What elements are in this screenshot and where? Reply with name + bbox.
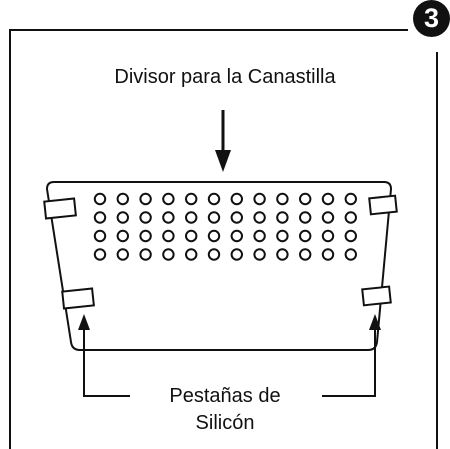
divider-hole xyxy=(162,211,175,224)
up-arrow-icon xyxy=(78,314,130,397)
divider-hole xyxy=(93,229,107,243)
silicone-tabs-label: Pestañas de Silicón xyxy=(120,383,330,437)
divider-hole xyxy=(321,229,335,243)
divider-hole xyxy=(299,248,312,261)
divider-hole xyxy=(116,248,130,261)
divider-hole xyxy=(299,192,312,206)
divider-hole xyxy=(162,229,175,243)
divider-hole xyxy=(185,248,198,261)
divider-hole xyxy=(230,248,244,261)
divider-plate xyxy=(45,181,393,351)
divider-hole xyxy=(230,229,244,243)
divider-hole xyxy=(93,192,107,206)
divider-hole xyxy=(162,248,175,261)
divider-hole xyxy=(276,248,289,261)
divider-hole xyxy=(139,229,152,243)
silicone-tabs-label-line1: Pestañas de xyxy=(169,385,281,407)
divider-hole xyxy=(276,211,289,224)
silicone-tab-bottom-left xyxy=(61,287,95,310)
up-arrow-icon xyxy=(322,314,381,397)
divider-hole xyxy=(276,229,289,243)
divider-hole xyxy=(299,229,312,243)
step-number-badge: 3 xyxy=(413,0,450,37)
divider-hole xyxy=(344,192,357,206)
divider-hole xyxy=(253,229,266,243)
hole-grid xyxy=(93,192,357,261)
divider-hole xyxy=(116,229,130,243)
divider-hole xyxy=(93,211,107,224)
divider-hole xyxy=(207,229,221,243)
divider-hole xyxy=(321,211,335,224)
divider-hole xyxy=(344,211,357,224)
down-arrow-icon xyxy=(215,110,231,172)
divider-hole xyxy=(321,192,335,206)
divider-hole xyxy=(230,211,244,224)
silicone-tab-bottom-right xyxy=(361,285,392,307)
divider-hole xyxy=(93,248,107,261)
divider-hole xyxy=(185,192,198,206)
divider-hole xyxy=(185,229,198,243)
divider-hole xyxy=(207,211,221,224)
divider-hole xyxy=(344,229,357,243)
silicone-tabs-label-line2: Silicón xyxy=(195,412,255,434)
divider-hole xyxy=(139,192,152,206)
divider-hole xyxy=(253,248,266,261)
divider-title-label: Divisor para la Canastilla xyxy=(114,66,336,88)
divider-hole xyxy=(207,192,221,206)
divider-hole xyxy=(321,248,335,261)
divider-hole xyxy=(344,248,357,261)
divider-hole xyxy=(253,211,266,224)
panel-frame xyxy=(9,29,438,449)
divider-hole xyxy=(253,192,266,206)
divider-hole xyxy=(162,192,175,206)
divider-hole xyxy=(116,211,130,224)
divider-hole xyxy=(207,248,221,261)
divider-hole xyxy=(139,248,152,261)
divider-hole xyxy=(185,211,198,224)
silicone-tab-top-left xyxy=(43,197,77,220)
divider-hole xyxy=(139,211,152,224)
divider-hole xyxy=(230,192,244,206)
silicone-tab-top-right xyxy=(368,194,398,216)
divider-hole xyxy=(299,211,312,224)
divider-hole xyxy=(276,192,289,206)
divider-hole xyxy=(116,192,130,206)
